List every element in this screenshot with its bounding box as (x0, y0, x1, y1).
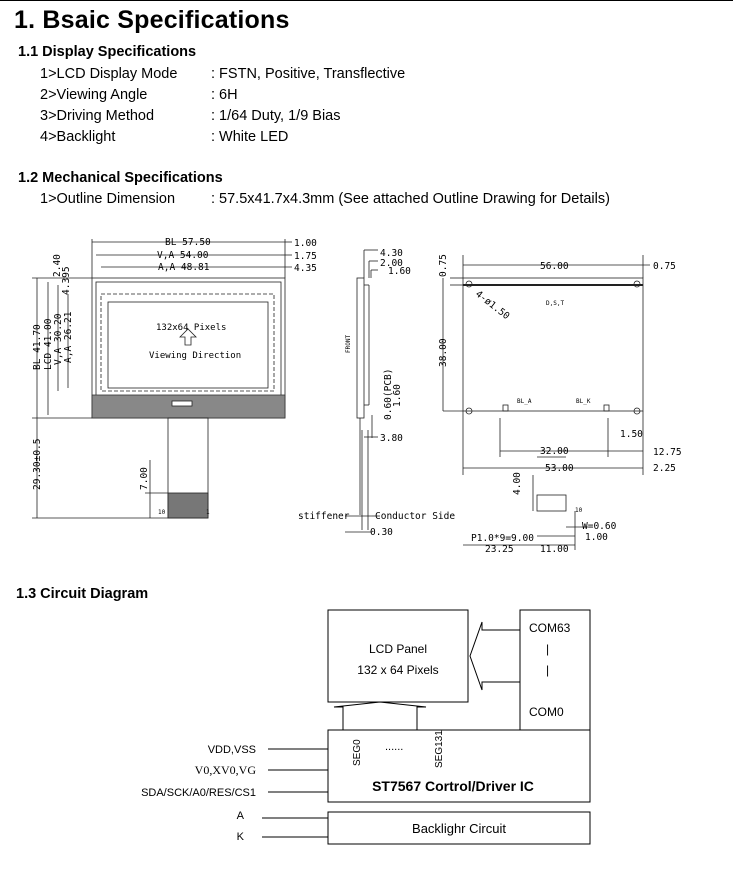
com63-label: COM63 (529, 621, 571, 635)
conductor-side-label: Conductor Side (375, 511, 455, 522)
dim-va-width: V,A 54.00 (157, 250, 209, 261)
side-front-label: FRONT (345, 335, 352, 353)
back-dim-225: 2.25 (653, 463, 676, 474)
dim-r1: 1.00 (294, 238, 317, 249)
spec-label: 3>Driving Method (40, 108, 155, 124)
lcd-panel-title: LCD Panel (369, 642, 427, 656)
back-pin-100: 1.00 (585, 532, 608, 543)
back-dim-11: 11.00 (540, 544, 569, 555)
com-bar-1: | (546, 642, 549, 656)
side-view (345, 249, 380, 533)
side-dim-3: 1.60 (388, 266, 411, 277)
dim-bl-height: BL 41.70 (32, 324, 43, 370)
com-arrow (469, 621, 520, 691)
spec-label: 1>LCD Display Mode (40, 66, 178, 82)
mechanical-specs-heading: 1.2 Mechanical Specifications (18, 170, 223, 186)
dim-va-height: V,A 30.20 (53, 313, 64, 365)
side-dim-5: 0.30 (370, 527, 393, 538)
dim-r2: 1.75 (294, 251, 317, 262)
spec-label: 2>Viewing Angle (40, 87, 148, 103)
top-rule (0, 0, 733, 1)
back-hole-label: 4-ø1.50 (473, 289, 512, 322)
circuit-heading: 1.3 Circuit Diagram (16, 586, 149, 602)
seg-dots: ...... (385, 741, 403, 753)
front-pin-1: 1 (206, 509, 210, 516)
dim-aa-width: A,A 48.81 (158, 262, 210, 273)
dim-t1: 2.40 (52, 254, 63, 277)
dim-lcd-height: LCD 41.00 (43, 318, 54, 370)
dim-bl-width: BL 57.50 (165, 237, 211, 248)
back-dim-32: 32.00 (540, 446, 569, 457)
spec-value: : White LED (211, 129, 289, 145)
outline-drawing: BL 57.50 V,A 54.00 A,A 48.81 1.00 1.75 4… (32, 237, 682, 555)
back-dim-1275: 12.75 (653, 447, 682, 458)
seg-arrow (333, 701, 427, 730)
front-view (32, 239, 292, 519)
back-pin-10: 10 (575, 507, 583, 514)
v0-label: V0,XV0,VG (195, 763, 257, 777)
com0-label: COM0 (529, 705, 564, 719)
back-dst-label: D,S,T (546, 300, 564, 307)
lcd-panel-pixels: 132 x 64 Pixels (357, 663, 438, 677)
back-pitch-label: P1.0*9=9.00 (471, 533, 534, 544)
lcd-panel-box (327, 609, 469, 703)
front-pixel-label: 132x64 Pixels (156, 323, 226, 333)
dim-t2: 4.395 (61, 266, 72, 295)
spec-value: : 6H (211, 87, 238, 103)
back-dim-150: 1.50 (620, 429, 643, 440)
dim-fpc-length: 29.30±0.5 (32, 439, 43, 490)
back-dim-4: 4.00 (512, 472, 523, 495)
dim-aa-height: A,A 26.21 (63, 311, 74, 363)
side-dim-4: 3.80 (380, 433, 403, 444)
dim-fpc-7: 7.00 (139, 467, 150, 490)
back-dim-56: 56.00 (540, 261, 569, 272)
stiffener-label: stiffener (298, 511, 350, 522)
back-bla-label: BL_A (517, 398, 532, 405)
driver-ic-label: ST7567 Cortrol/Driver IC (372, 778, 534, 794)
backlight-circuit-label: Backlighr Circuit (412, 821, 506, 836)
spec-value: : FSTN, Positive, Transflective (211, 66, 406, 82)
back-dim-top-075: 0.75 (438, 254, 449, 277)
page-title: 1. Bsaic Specifications (14, 6, 290, 34)
seg131-label: SEG131 (434, 730, 445, 768)
driver-ic-box (327, 729, 591, 803)
sda-label: SDA/SCK/A0/RES/CS1 (141, 787, 256, 799)
viewing-direction-label: Viewing Direction (149, 351, 241, 361)
side-dim-2: 2.00 (380, 258, 403, 269)
spec-label: 4>Backlight (40, 129, 116, 145)
dim-r3: 4.35 (294, 263, 317, 274)
back-dim-53: 53.00 (545, 463, 574, 474)
backlight-box (327, 811, 591, 845)
spec-value: : 1/64 Duty, 1/9 Bias (211, 108, 341, 124)
seg0-label: SEG0 (352, 739, 363, 766)
display-specs-heading: 1.1 Display Specifications (18, 44, 197, 60)
back-dim-right-075: 0.75 (653, 261, 676, 272)
back-dim-2325: 23.25 (485, 544, 514, 555)
side-pcb-dim: 0.60(PCB) (383, 369, 394, 420)
cathode-label: K (237, 831, 245, 843)
anode-label: A (237, 810, 245, 822)
back-view (442, 255, 650, 550)
back-blk-label: BL_K (576, 398, 591, 405)
front-pin-10: 10 (158, 509, 166, 516)
side-pcb-dim-2: 1.60 (392, 384, 403, 407)
circuit-diagram: LCD Panel 132 x 64 Pixels COM63 | | COM0… (141, 609, 591, 845)
back-pin-width: W=0.60 (582, 521, 617, 532)
vdd-label: VDD,VSS (208, 744, 256, 756)
side-dim-1: 4.30 (380, 248, 403, 259)
spec-value: : 57.5x41.7x4.3mm (See attached Outline … (211, 191, 610, 207)
back-dim-38: 38.00 (438, 338, 449, 367)
com-bar-2: | (546, 663, 549, 677)
spec-label: 1>Outline Dimension (40, 191, 176, 207)
